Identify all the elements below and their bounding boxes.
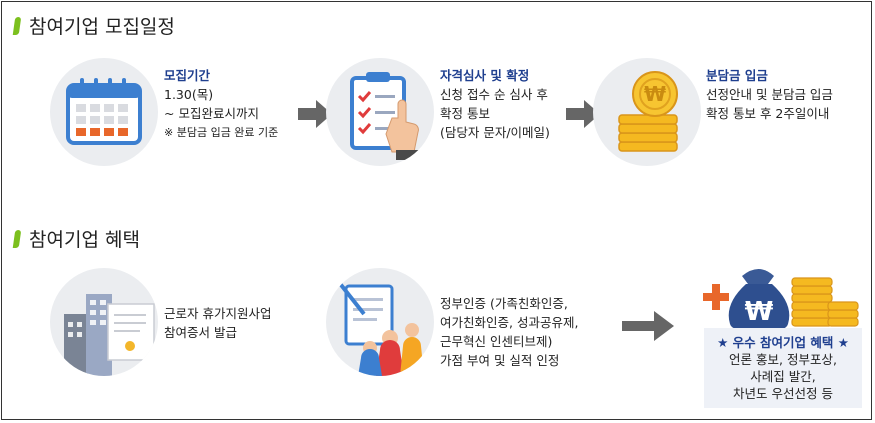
- svg-text:₩: ₩: [745, 297, 774, 327]
- arrow-right-icon: [622, 311, 674, 341]
- step-heading: 분담금 입금: [706, 68, 768, 83]
- section-marker: [12, 16, 22, 35]
- step-payment: 분담금 입금 선정안내 및 분담금 입금 확정 통보 후 2주일이내: [706, 68, 833, 121]
- building-certificate-icon: [50, 268, 158, 376]
- step-heading: 자격심사 및 확정: [440, 68, 530, 83]
- arrow-right-icon: [298, 100, 332, 128]
- benefit-certificate: 근로자 휴가지원사업 참여증서 발급: [164, 306, 272, 340]
- arrow-right-icon: [566, 100, 600, 128]
- step-screening: 자격심사 및 확정 신청 접수 순 심사 후 확정 통보 (담당자 문자/이메일…: [440, 68, 550, 140]
- checklist-clipboard-icon: [326, 58, 434, 166]
- calendar-icon: [50, 58, 158, 166]
- section-marker: [12, 229, 22, 248]
- excellent-benefit-box: ★ 우수 참여기업 혜택 ★ 언론 홍보, 정부포상, 사례집 발간, 차년도 …: [704, 328, 862, 408]
- clipboard-people-icon: [326, 268, 434, 376]
- benefit-gov-certification: 정부인증 (가족친화인증, 여가친화인증, 성과공유제, 근무혁신 인센티브제)…: [440, 296, 579, 368]
- step-note: ※ 분담금 입금 완료 기준: [164, 126, 279, 139]
- section-title-schedule: 참여기업 모집일정: [12, 12, 175, 39]
- step-recruit-period: 모집기간 1.30(목) ~ 모집완료시까지 ※ 분담금 입금 완료 기준: [164, 66, 278, 142]
- svg-text:₩: ₩: [644, 82, 666, 106]
- excellent-benefit-heading: ★ 우수 참여기업 혜택 ★: [717, 335, 849, 350]
- money-bag-icon: ₩: [703, 269, 859, 332]
- won-coins-icon: ₩: [593, 58, 701, 166]
- step-heading: 모집기간: [164, 68, 211, 83]
- section-title-benefits: 참여기업 혜택: [12, 225, 140, 252]
